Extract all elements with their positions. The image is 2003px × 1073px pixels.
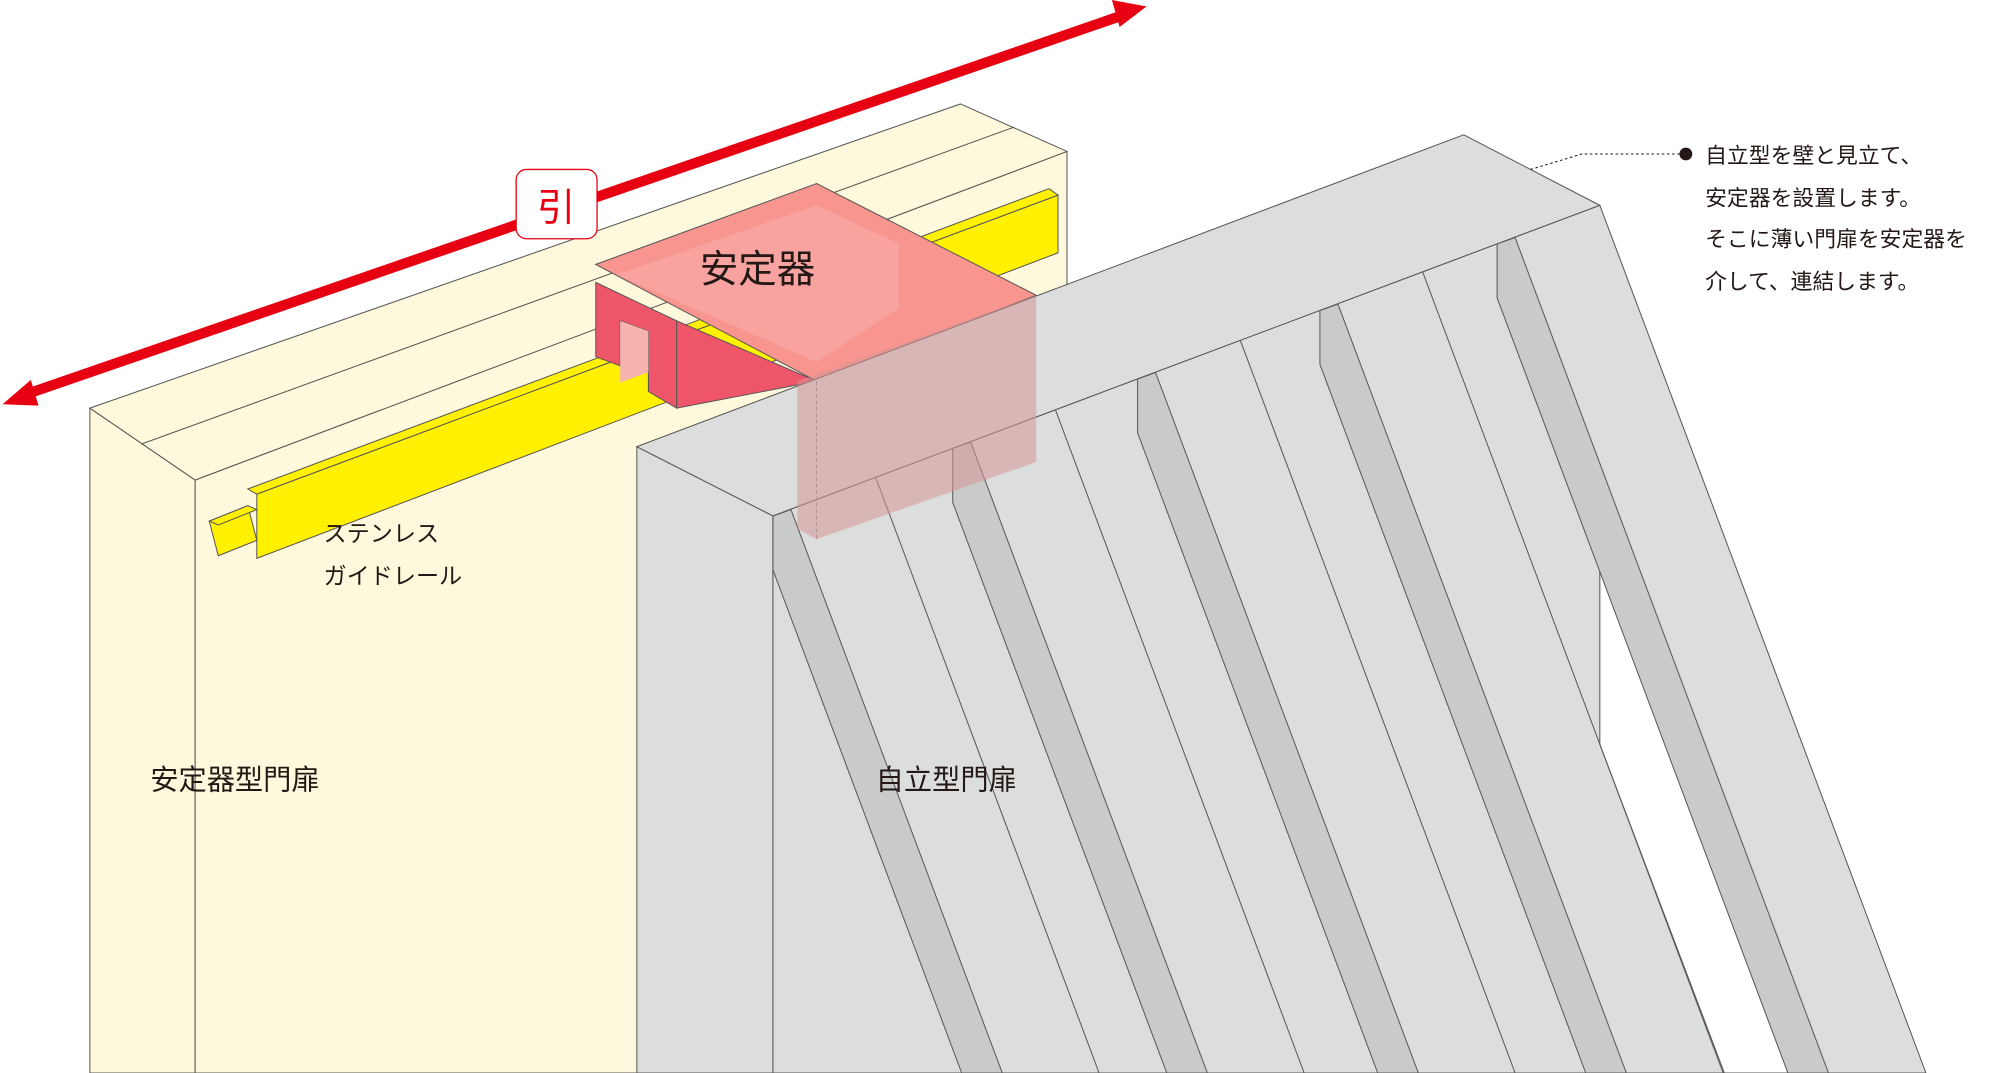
slat-edge — [1239, 340, 1516, 1073]
note-leader-line — [1530, 153, 1683, 170]
stabilizer-gate-label: 安定器型門扉 — [150, 763, 319, 796]
note-bullet-icon — [1679, 147, 1693, 161]
slat-groove — [1137, 371, 1419, 1073]
rail-label-line1: ステンレス — [324, 522, 439, 548]
pull-label-box — [515, 168, 598, 240]
freestanding-gate-label: 自立型門扉 — [876, 763, 1017, 796]
pull-label: 引 — [537, 186, 576, 231]
slat-edge — [875, 477, 1100, 1073]
stabilizer-hidden-part — [797, 295, 1037, 540]
arrowhead-left-icon — [2, 379, 39, 406]
note-line: 介して、連結します。 — [1705, 270, 1919, 295]
note-line: そこに薄い門扉を安定器を — [1705, 227, 1967, 252]
slat-groove — [1496, 236, 1830, 1073]
stabilizer-label: 安定器 — [700, 247, 816, 292]
slat-edge — [1422, 271, 1724, 1073]
slat-groove — [772, 508, 1003, 1073]
slat-edge — [1054, 409, 1305, 1073]
note-line: 安定器を設置します。 — [1705, 186, 1921, 211]
freestanding-gate — [635, 134, 1927, 1073]
arrowhead-right-icon — [1111, 0, 1147, 27]
note-line: 自立型を壁と見立て、 — [1705, 144, 1922, 169]
stabilizer — [594, 182, 1038, 410]
slat-groove — [1319, 303, 1627, 1073]
rail-label-line2: ガイドレール — [324, 564, 463, 590]
